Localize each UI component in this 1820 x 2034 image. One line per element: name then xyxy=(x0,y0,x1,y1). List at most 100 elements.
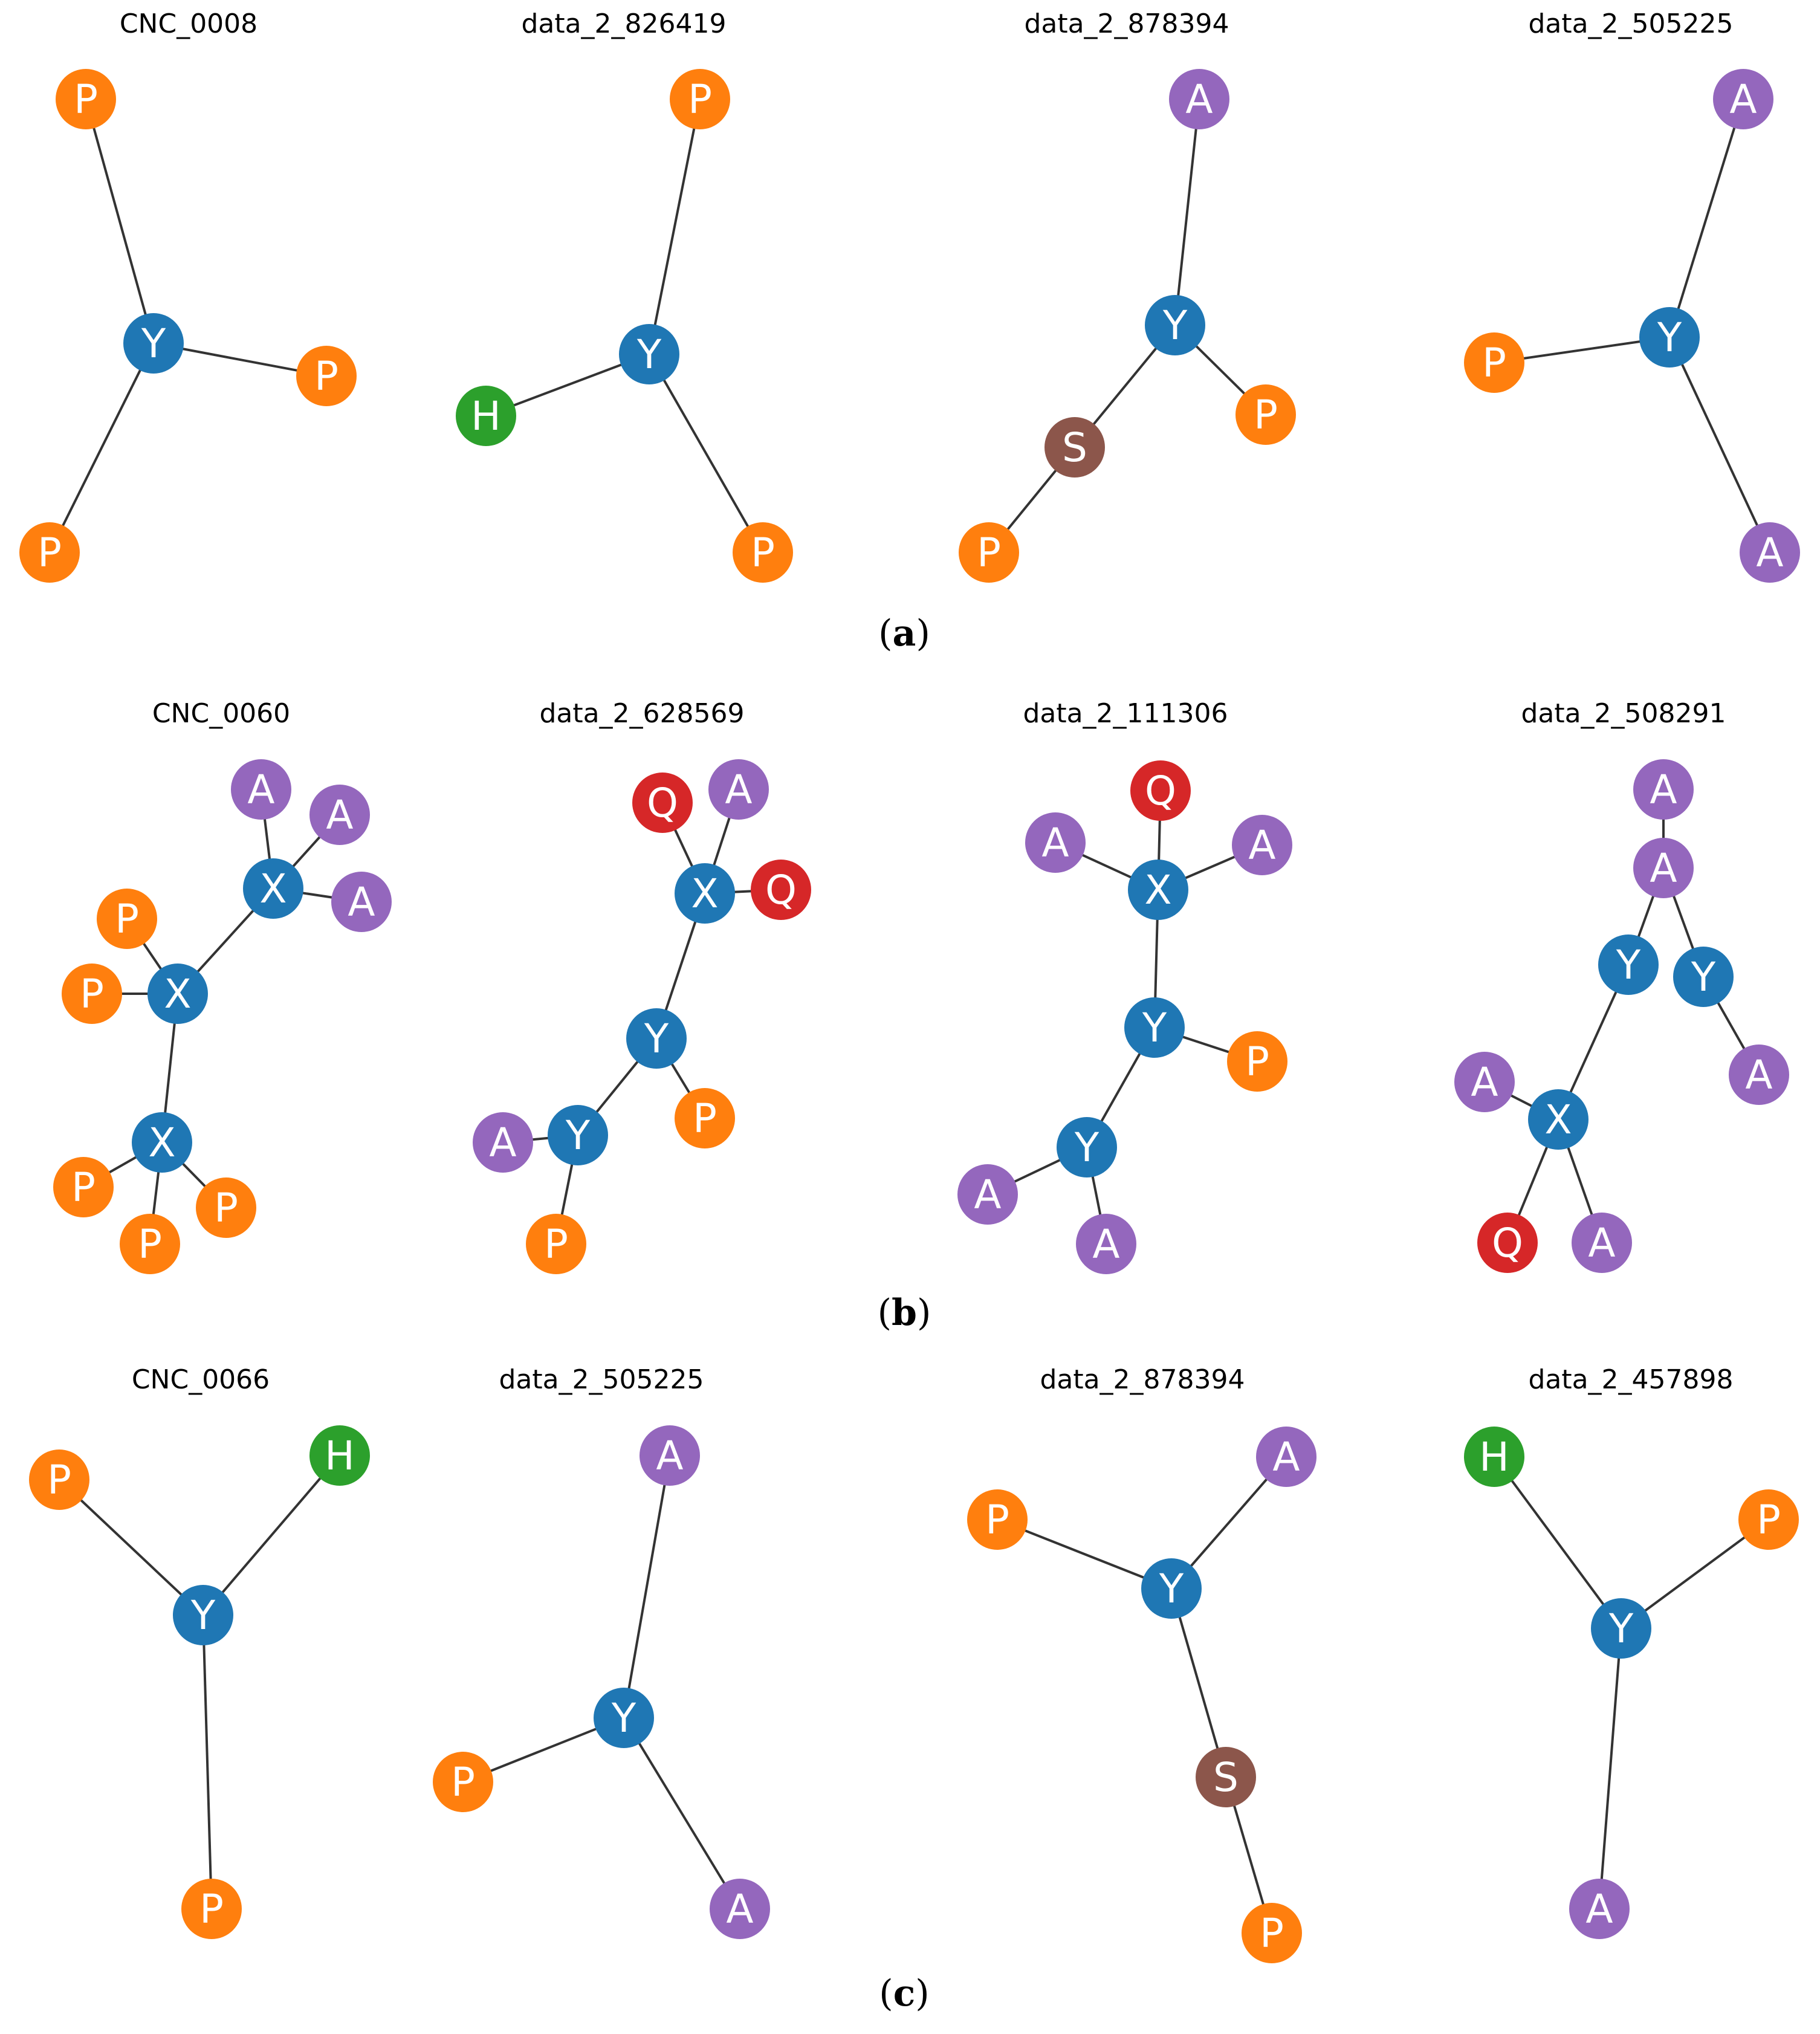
graph-edge xyxy=(623,1455,671,1718)
node-label: Q xyxy=(647,780,678,826)
node-label: A xyxy=(1248,822,1275,869)
node-label: H xyxy=(471,393,501,439)
node-circle xyxy=(181,1879,242,1939)
graph-node-a: A xyxy=(1633,759,1694,820)
node-label: A xyxy=(489,1119,516,1166)
node-circle xyxy=(632,772,693,833)
graph-node-y: Y xyxy=(1145,295,1205,355)
node-circle xyxy=(1464,1427,1524,1487)
node-label: A xyxy=(1272,1434,1300,1480)
graph-edge xyxy=(58,1479,204,1616)
graph-node-p: P xyxy=(1227,1031,1287,1092)
node-label: Y xyxy=(1616,942,1641,988)
graph-node-y: Y xyxy=(548,1105,608,1165)
node-circle xyxy=(1633,759,1694,820)
node-label: A xyxy=(247,766,274,813)
graph-node-a: A xyxy=(331,872,392,932)
node-circle xyxy=(1477,1213,1538,1273)
graph-node-p: P xyxy=(97,889,157,949)
node-label: X xyxy=(164,971,191,1017)
node-circle xyxy=(309,785,370,845)
node-label: Q xyxy=(1492,1220,1523,1266)
graph-node-y: Y xyxy=(594,1688,654,1748)
node-circle xyxy=(710,1879,770,1939)
graph-node-x: X xyxy=(147,964,208,1024)
graph-title: CNC_0008 xyxy=(120,8,257,39)
node-circle xyxy=(1256,1427,1316,1487)
node-label: A xyxy=(1471,1059,1498,1106)
node-circle xyxy=(473,1112,533,1173)
panel-label-c: (c) xyxy=(879,1972,929,2015)
node-circle xyxy=(1124,997,1185,1058)
graph-node-q: Q xyxy=(1130,760,1191,821)
node-label: P xyxy=(544,1221,568,1268)
node-circle xyxy=(751,860,811,920)
graph-node-a: A xyxy=(1569,1879,1630,1939)
node-circle xyxy=(123,313,184,374)
graph-node-y: Y xyxy=(1673,947,1734,1007)
node-circle xyxy=(331,872,392,932)
graph-node-a: A xyxy=(1729,1045,1789,1105)
node-circle xyxy=(1591,1598,1651,1659)
graph-node-s: S xyxy=(1044,417,1105,478)
graph-node-p: P xyxy=(196,1177,256,1238)
node-circle xyxy=(1673,947,1734,1007)
node-circle xyxy=(1713,69,1773,129)
graph-node-p: P xyxy=(959,522,1019,583)
node-circle xyxy=(1569,1879,1630,1939)
node-label: P xyxy=(138,1221,162,1268)
node-label: A xyxy=(1041,820,1069,866)
graph-edge xyxy=(202,1454,341,1616)
node-circle xyxy=(1528,1089,1588,1150)
node-circle xyxy=(670,69,730,129)
node-label: P xyxy=(688,76,712,123)
graph-node-a: A xyxy=(1572,1213,1632,1273)
node-label: P xyxy=(1757,1497,1781,1543)
node-circle xyxy=(1025,812,1086,873)
graph-node-p: P xyxy=(29,1449,89,1510)
graph-title: data_2_457898 xyxy=(1528,1364,1733,1395)
node-circle xyxy=(1145,295,1205,355)
graph-node-y: Y xyxy=(626,1008,687,1069)
node-circle xyxy=(1633,838,1694,898)
node-circle xyxy=(1076,1214,1136,1274)
graph-node-x: X xyxy=(132,1112,192,1173)
node-label: Y xyxy=(1142,1005,1167,1051)
node-label: X xyxy=(1144,867,1171,913)
node-label: Y xyxy=(141,320,166,367)
graph-title: data_2_505225 xyxy=(499,1364,704,1395)
node-label: A xyxy=(1745,1052,1772,1098)
graph-node-a: A xyxy=(708,759,769,820)
node-label: P xyxy=(751,530,775,576)
node-circle xyxy=(626,1008,687,1069)
node-label: Y xyxy=(1657,314,1682,361)
node-circle xyxy=(675,1088,735,1148)
node-label: Y xyxy=(1162,302,1188,349)
graph-edge xyxy=(648,99,701,355)
node-circle xyxy=(1130,760,1191,821)
graph-node-h: H xyxy=(309,1425,370,1486)
graph-node-a: A xyxy=(710,1879,770,1939)
graph-title: data_2_826419 xyxy=(521,8,726,39)
node-circle xyxy=(1740,522,1800,583)
graph-node-a: A xyxy=(1713,69,1773,129)
graph-node-p: P xyxy=(526,1214,586,1274)
graph-node-p: P xyxy=(1235,384,1296,445)
node-circle xyxy=(1738,1489,1799,1550)
node-circle xyxy=(1464,332,1524,393)
node-label: P xyxy=(977,530,1001,576)
graph-node-x: X xyxy=(243,858,303,919)
graph-node-x: X xyxy=(1128,860,1188,920)
graph-title: CNC_0060 xyxy=(152,698,290,729)
node-label: Y xyxy=(1608,1605,1634,1652)
node-circle xyxy=(243,858,303,919)
graph-node-y: Y xyxy=(1591,1598,1651,1659)
graph-edge xyxy=(1170,1588,1227,1778)
graph-node-y: Y xyxy=(619,324,679,384)
node-label: A xyxy=(348,879,375,925)
node-label: A xyxy=(326,792,353,838)
node-circle xyxy=(62,964,122,1024)
